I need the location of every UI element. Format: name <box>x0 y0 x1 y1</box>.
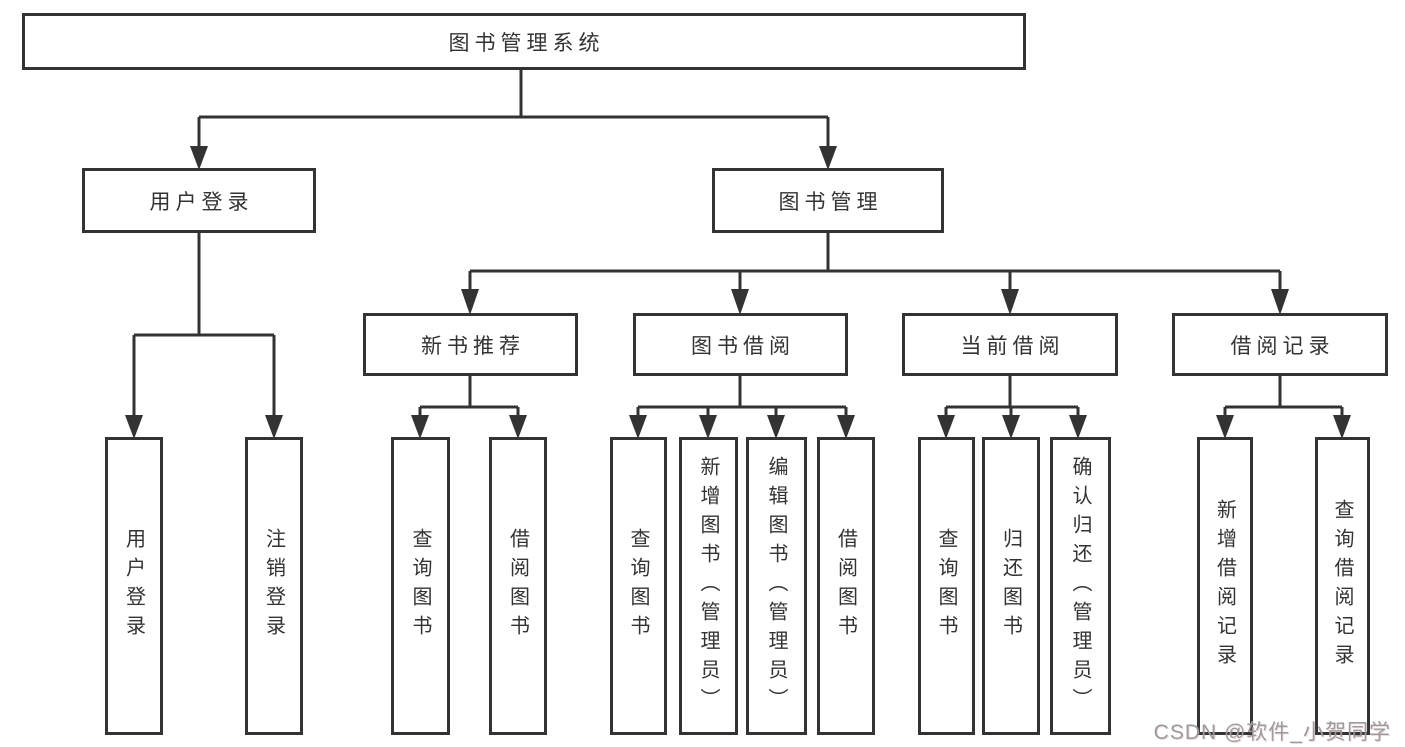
node-leaf-records-query-record: 查询借阅记录 <box>1315 437 1370 735</box>
node-book-management: 图书管理 <box>712 168 944 233</box>
node-user-login: 用户登录 <box>82 168 316 233</box>
node-leaf-current-query-books: 查询图书 <box>918 437 975 735</box>
connector-root-to-level2 <box>190 70 837 170</box>
node-root: 图书管理系统 <box>22 13 1026 70</box>
node-current-borrow: 当前借阅 <box>902 313 1118 376</box>
watermark-text: CSDN @软件_小贺同学 <box>1153 721 1391 744</box>
connector-recommend-to-leaves <box>411 376 527 439</box>
node-book-borrow: 图书借阅 <box>633 313 848 376</box>
node-leaf-current-return-books: 归还图书 <box>982 437 1040 735</box>
node-leaf-logout-login: 注销登录 <box>245 437 303 735</box>
node-leaf-borrow-add-books-admin: 新增图书（管理员） <box>679 437 738 735</box>
node-leaf-borrow-borrow-books: 借阅图书 <box>817 437 875 735</box>
connector-records-to-leaves <box>1216 376 1351 439</box>
node-leaf-borrow-query-books: 查询图书 <box>610 437 667 735</box>
node-leaf-recommend-query-books: 查询图书 <box>391 437 450 735</box>
node-new-book-recommend: 新书推荐 <box>363 313 578 376</box>
node-leaf-borrow-edit-books-admin: 编辑图书（管理员） <box>746 437 807 735</box>
node-leaf-user-login: 用户登录 <box>105 437 163 735</box>
connector-borrow-to-leaves <box>629 376 855 439</box>
node-leaf-recommend-borrow-books: 借阅图书 <box>489 437 547 735</box>
node-leaf-records-add-record: 新增借阅记录 <box>1197 437 1253 735</box>
node-borrow-records: 借阅记录 <box>1172 313 1388 376</box>
connector-current-to-leaves <box>937 376 1087 439</box>
connector-book-management-to-level3 <box>461 233 1289 315</box>
node-leaf-current-confirm-return-admin: 确认归还（管理员） <box>1050 437 1111 735</box>
connector-user-login-to-leaves <box>125 233 283 439</box>
